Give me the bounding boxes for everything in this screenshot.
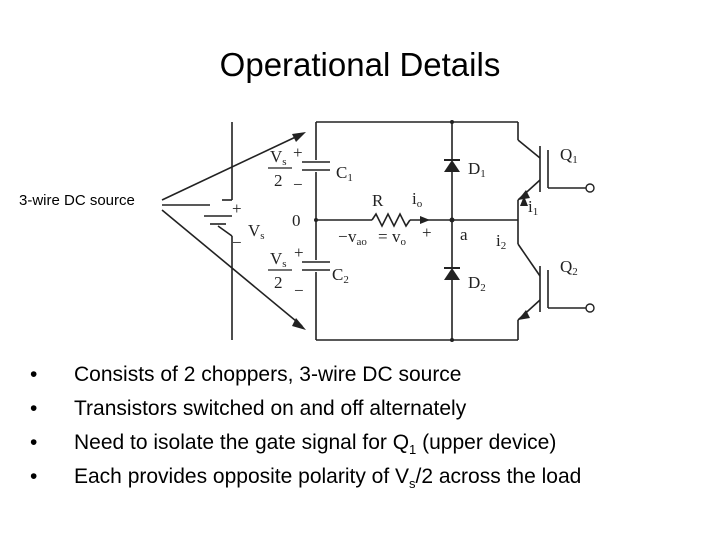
arrow-to-top-rail [161, 133, 303, 201]
d1-triangle [444, 160, 460, 172]
bullet-marker: • [30, 431, 38, 454]
slide-title: Operational Details [219, 46, 501, 83]
i1-arrow [520, 196, 528, 206]
d2-triangle [444, 268, 460, 280]
vs-half-top-den: 2 [274, 171, 283, 190]
node-0-label: 0 [292, 211, 301, 230]
q2-gate-terminal [585, 303, 595, 313]
q1-emitter-arrow [518, 190, 530, 200]
c1-plus-sign: + [293, 143, 303, 162]
node-dot-top [450, 120, 454, 124]
q1-gate-terminal [585, 183, 595, 193]
bullet-list: • Consists of 2 choppers, 3-wire DC sourc… [30, 362, 581, 498]
q1-label: Q1 [560, 145, 578, 166]
vo-label: vo [392, 227, 407, 248]
vs-plus-sign: + [232, 199, 242, 218]
dc-source-label: 3-wire DC source [19, 192, 135, 209]
node-dot-a [449, 217, 455, 223]
bullet-subscript: s [409, 476, 416, 492]
vao-label: vao [348, 227, 367, 248]
bullet-marker: • [30, 363, 38, 386]
d1-bar [444, 159, 460, 161]
c2-plus-sign: + [294, 243, 304, 262]
c1-minus-sign: − [293, 175, 303, 194]
vao-minus-sign: − [338, 227, 348, 246]
bullet-marker: • [30, 465, 38, 488]
d1-label: D1 [468, 159, 486, 180]
vo-plus-sign: + [422, 223, 432, 242]
bullet-marker: • [30, 397, 38, 420]
vs-label: Vs [248, 221, 265, 242]
node-a-label: a [460, 225, 468, 244]
i1-label: i1 [528, 197, 538, 218]
bullet-subscript: 1 [409, 442, 417, 458]
q2-emitter-arrow [518, 310, 530, 320]
d2-bar [444, 267, 460, 269]
vs-half-top-num: Vs [270, 147, 287, 168]
q2-label: Q2 [560, 257, 578, 278]
bullet-item: • Transistors switched on and off alterna… [30, 396, 581, 430]
i2-label: i2 [496, 231, 506, 252]
arrowhead-top [292, 132, 306, 142]
resistor-label: R [372, 191, 384, 210]
c2-minus-sign: − [294, 281, 304, 300]
vs-half-bottom-num: Vs [270, 249, 287, 270]
vs-minus-sign: − [232, 233, 242, 252]
io-arrow [420, 216, 430, 224]
resistor [371, 212, 411, 228]
d2-label: D2 [468, 273, 486, 294]
battery-lead-bottom [217, 225, 233, 237]
node-dot-mid [314, 218, 318, 222]
bullet-text: Need to isolate the gate signal for Q [74, 431, 410, 454]
io-label: io [412, 189, 423, 210]
bullet-item: • Consists of 2 choppers, 3-wire DC sourc… [30, 362, 581, 396]
q2-collector [517, 243, 541, 277]
bullet-text: Consists of 2 choppers, 3-wire DC source [74, 363, 462, 386]
vs-half-bottom-den: 2 [274, 273, 283, 292]
arrowhead-bottom [292, 318, 306, 330]
c2-label: C2 [332, 265, 349, 286]
bullet-text: Each provides opposite polarity of V [74, 465, 410, 488]
node-dot-bottom [450, 338, 454, 342]
q1-collector [517, 139, 541, 159]
bullet-text-tail: (upper device) [416, 431, 557, 454]
vao-equals: = [378, 227, 388, 246]
arrow-to-bottom-rail [161, 209, 303, 327]
c1-label: C1 [336, 163, 353, 184]
bullet-item: •Need to isolate the gate signal for Q1 … [30, 430, 581, 464]
bullet-item: • Each provides opposite polarity of Vs/2… [30, 464, 581, 498]
bullet-text-tail: /2 across the load [415, 465, 582, 488]
bullet-text: Transistors switched on and off alternat… [74, 397, 467, 420]
